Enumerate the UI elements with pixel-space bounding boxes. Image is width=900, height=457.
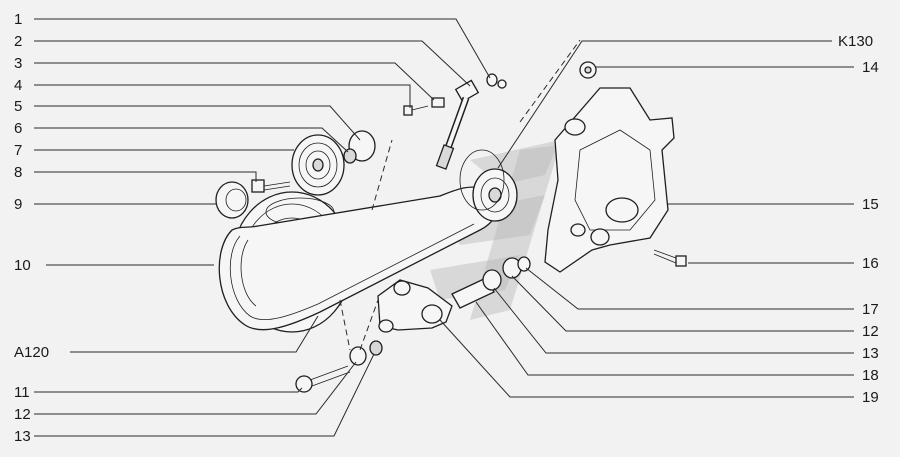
callout-10: 10 <box>14 257 31 274</box>
callout-11: 11 <box>14 384 30 401</box>
tensioner-roller <box>291 134 345 196</box>
drive-belt <box>218 186 499 331</box>
callout-13-right: 13 <box>862 345 879 362</box>
callout-16: 16 <box>862 255 879 272</box>
washer-and-nut <box>343 130 376 164</box>
bushing-and-bolt <box>403 97 445 116</box>
callout-k130: K130 <box>838 33 873 50</box>
callout-3: 3 <box>14 55 22 72</box>
callout-2: 2 <box>14 33 22 50</box>
bracket-nut <box>579 61 597 79</box>
callout-6: 6 <box>14 120 22 137</box>
callout-9: 9 <box>14 196 22 213</box>
callout-8: 8 <box>14 164 22 181</box>
callout-5: 5 <box>14 98 22 115</box>
callout-18: 18 <box>862 367 879 384</box>
roller-bolt <box>251 179 291 193</box>
bracket-bolt <box>653 249 687 267</box>
alternator-pulley <box>459 149 518 222</box>
callout-13-left: 13 <box>14 428 31 445</box>
leader-lines <box>34 18 854 437</box>
callout-12-left: 12 <box>14 406 31 423</box>
damper-bolt <box>486 73 507 89</box>
callout-19: 19 <box>862 389 879 406</box>
callout-1: 1 <box>14 11 22 28</box>
alternator-bracket <box>544 87 675 273</box>
pulley-cap <box>215 181 249 219</box>
callout-17: 17 <box>862 301 879 318</box>
callout-4: 4 <box>14 77 22 94</box>
callout-12-right: 12 <box>862 323 879 340</box>
spacer-and-washers <box>451 256 531 309</box>
lever-bolt <box>295 340 383 393</box>
callout-15: 15 <box>862 196 879 213</box>
callout-7: 7 <box>14 142 22 159</box>
tensioner-lever <box>377 279 453 333</box>
tensioner-damper <box>435 79 480 170</box>
callout-14: 14 <box>862 59 879 76</box>
callout-a120: A120 <box>14 344 49 361</box>
